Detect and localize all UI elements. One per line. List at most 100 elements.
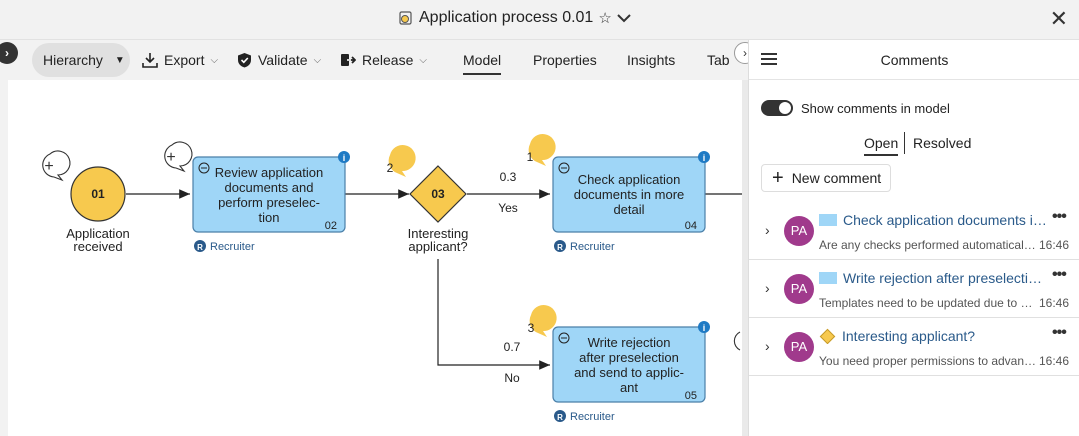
- star-outline-icon[interactable]: ☆: [598, 9, 611, 27]
- release-label: Release: [362, 52, 413, 68]
- gateway-id: 03: [431, 187, 445, 201]
- expand-chevron-icon[interactable]: ›: [765, 338, 770, 354]
- comment-badge-count: 2: [387, 161, 394, 175]
- export-label: Export: [164, 52, 204, 68]
- comment-badge[interactable]: 1: [527, 134, 556, 166]
- gateway-icon: [820, 328, 836, 344]
- role-badge-letter: R: [557, 243, 563, 252]
- validate-label: Validate: [258, 52, 308, 68]
- more-options-icon[interactable]: •••: [1052, 266, 1066, 284]
- comment-item[interactable]: › PA Check application documents in more…: [749, 202, 1079, 260]
- hierarchy-label: Hierarchy: [43, 52, 103, 68]
- task-icon: [819, 214, 837, 226]
- task-04-line2: documents in more: [574, 187, 685, 202]
- comment-title[interactable]: Interesting applicant?: [819, 328, 1049, 344]
- export-button[interactable]: Export ⌵: [142, 43, 218, 77]
- task-02-number: 02: [325, 220, 337, 232]
- filter-open-tab[interactable]: Open: [864, 135, 898, 156]
- tab-insights[interactable]: Insights: [627, 52, 675, 68]
- comment-badge[interactable]: 2: [387, 145, 416, 177]
- title-bar: Application process 0.01 ☆ ✕: [0, 0, 1079, 40]
- role-badge-letter: R: [557, 413, 563, 422]
- comment-item[interactable]: › PA Interesting applicant? You need pro…: [749, 318, 1079, 376]
- chevron-down-icon[interactable]: [617, 13, 631, 23]
- svg-text:i: i: [703, 153, 706, 163]
- expand-chevron-icon[interactable]: ›: [765, 280, 770, 296]
- comment-body: You need proper permissions to advance t…: [819, 354, 1037, 368]
- flow-yes-probability: 0.3: [500, 170, 517, 184]
- comment-title[interactable]: Write rejection after preselection and s…: [819, 270, 1049, 286]
- flow-yes-label: Yes: [498, 201, 518, 215]
- comment-time: 16:46: [1039, 296, 1069, 310]
- show-comments-toggle[interactable]: [761, 100, 793, 116]
- process-diagram: 0.3 Yes 0.7 No + + 01 Application receiv…: [8, 80, 742, 436]
- avatar: PA: [784, 332, 814, 362]
- chevron-down-icon: ⌵: [210, 55, 218, 66]
- gateway-interesting-applicant[interactable]: 03: [410, 166, 466, 222]
- task-icon: [819, 272, 837, 284]
- new-comment-label: New comment: [792, 170, 881, 186]
- chevron-down-icon: ⌵: [419, 55, 427, 66]
- more-options-icon[interactable]: •••: [1052, 324, 1066, 342]
- release-icon: [340, 53, 356, 67]
- new-comment-button[interactable]: + New comment: [761, 164, 891, 192]
- release-button[interactable]: Release ⌵: [340, 43, 427, 77]
- task-review-application[interactable]: i Review application documents and perfo…: [193, 151, 350, 232]
- tab-more[interactable]: Tab: [707, 52, 733, 68]
- comment-item[interactable]: › PA Write rejection after preselection …: [749, 260, 1079, 318]
- toolbar: Hierarchy ▼ Export ⌵ Validate ⌵ Release …: [0, 40, 748, 80]
- start-event[interactable]: 01: [71, 167, 125, 221]
- task-02-line1: Review application: [215, 165, 323, 180]
- comment-title-text: Write rejection after preselection and s…: [843, 270, 1049, 286]
- task-write-rejection[interactable]: i Write rejection after preselection and…: [553, 321, 710, 402]
- add-comment-icon[interactable]: [734, 332, 740, 350]
- task-check-application[interactable]: i Check application documents in more de…: [553, 151, 710, 232]
- svg-text:+: +: [166, 149, 175, 166]
- comment-badge[interactable]: 3: [528, 305, 557, 337]
- task-05-line4: ant: [620, 380, 638, 395]
- left-gutter: [0, 80, 8, 436]
- role-recruiter[interactable]: R Recruiter: [554, 410, 615, 423]
- comment-title-text: Interesting applicant?: [842, 328, 975, 344]
- filter-separator: [904, 132, 905, 154]
- start-event-label-line2: received: [73, 239, 122, 254]
- svg-text:+: +: [44, 158, 53, 175]
- comment-time: 16:46: [1039, 238, 1069, 252]
- filter-resolved-tab[interactable]: Resolved: [913, 135, 971, 151]
- comment-badge-count: 1: [527, 150, 534, 164]
- validate-button[interactable]: Validate ⌵: [237, 43, 321, 77]
- role-recruiter[interactable]: R Recruiter: [554, 240, 615, 253]
- task-05-line1: Write rejection: [588, 335, 671, 350]
- window-title-group[interactable]: Application process 0.01 ☆: [398, 9, 631, 27]
- task-05-number: 05: [685, 390, 697, 402]
- more-options-icon[interactable]: •••: [1052, 208, 1066, 226]
- show-comments-label: Show comments in model: [801, 101, 950, 116]
- gateway-label-line2: applicant?: [408, 239, 467, 254]
- svg-text:i: i: [703, 323, 706, 333]
- comment-title[interactable]: Check application documents in more deta…: [819, 212, 1049, 228]
- download-icon: [142, 52, 158, 68]
- tab-model[interactable]: Model: [463, 52, 501, 75]
- comment-title-text: Check application documents in more deta…: [843, 212, 1049, 228]
- comment-body: Are any checks performed automatically?: [819, 238, 1037, 252]
- avatar: PA: [784, 274, 814, 304]
- start-event-id: 01: [91, 187, 105, 201]
- flow-no-probability: 0.7: [504, 340, 521, 354]
- hierarchy-button[interactable]: Hierarchy ▼: [32, 43, 130, 77]
- add-comment-icon[interactable]: +: [165, 142, 192, 171]
- plus-icon: +: [772, 169, 784, 187]
- model-canvas[interactable]: 0.3 Yes 0.7 No + + 01 Application receiv…: [8, 80, 742, 436]
- expand-chevron-icon[interactable]: ›: [765, 222, 770, 238]
- avatar: PA: [784, 216, 814, 246]
- comment-time: 16:46: [1039, 354, 1069, 368]
- close-icon[interactable]: ✕: [1050, 8, 1068, 30]
- task-04-number: 04: [685, 220, 697, 232]
- task-05-role: Recruiter: [570, 411, 615, 423]
- comment-badge-count: 3: [528, 321, 535, 335]
- task-02-line2: documents and: [225, 180, 314, 195]
- process-model-icon: [398, 10, 414, 26]
- add-comment-icon[interactable]: +: [43, 151, 70, 180]
- role-recruiter[interactable]: R Recruiter: [194, 240, 255, 253]
- window-title: Application process 0.01: [419, 9, 593, 27]
- tab-properties[interactable]: Properties: [533, 52, 597, 68]
